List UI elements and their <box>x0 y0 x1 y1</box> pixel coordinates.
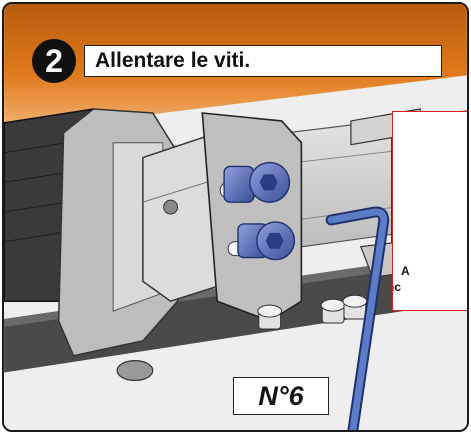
step-title: Allentare le viti. <box>84 45 442 77</box>
grub-screw-icon <box>163 199 179 215</box>
assembly-illustration <box>4 4 467 430</box>
tool-size-label: N°6 <box>233 377 329 415</box>
bracket-icon <box>201 112 303 322</box>
warning-note-box: A nc <box>392 111 467 311</box>
screw-icon <box>257 304 283 330</box>
instruction-panel: 2 Allentare le viti. N°6 A nc <box>2 2 469 432</box>
screw-icon <box>320 298 346 324</box>
bolt-icon <box>237 221 296 261</box>
warning-note-line: nc <box>393 280 402 294</box>
bolt-icon <box>223 161 291 203</box>
step-number-badge: 2 <box>32 39 76 83</box>
hex-key-icon <box>325 206 390 430</box>
screw-icon <box>342 294 368 320</box>
warning-note-line: A <box>401 264 410 278</box>
